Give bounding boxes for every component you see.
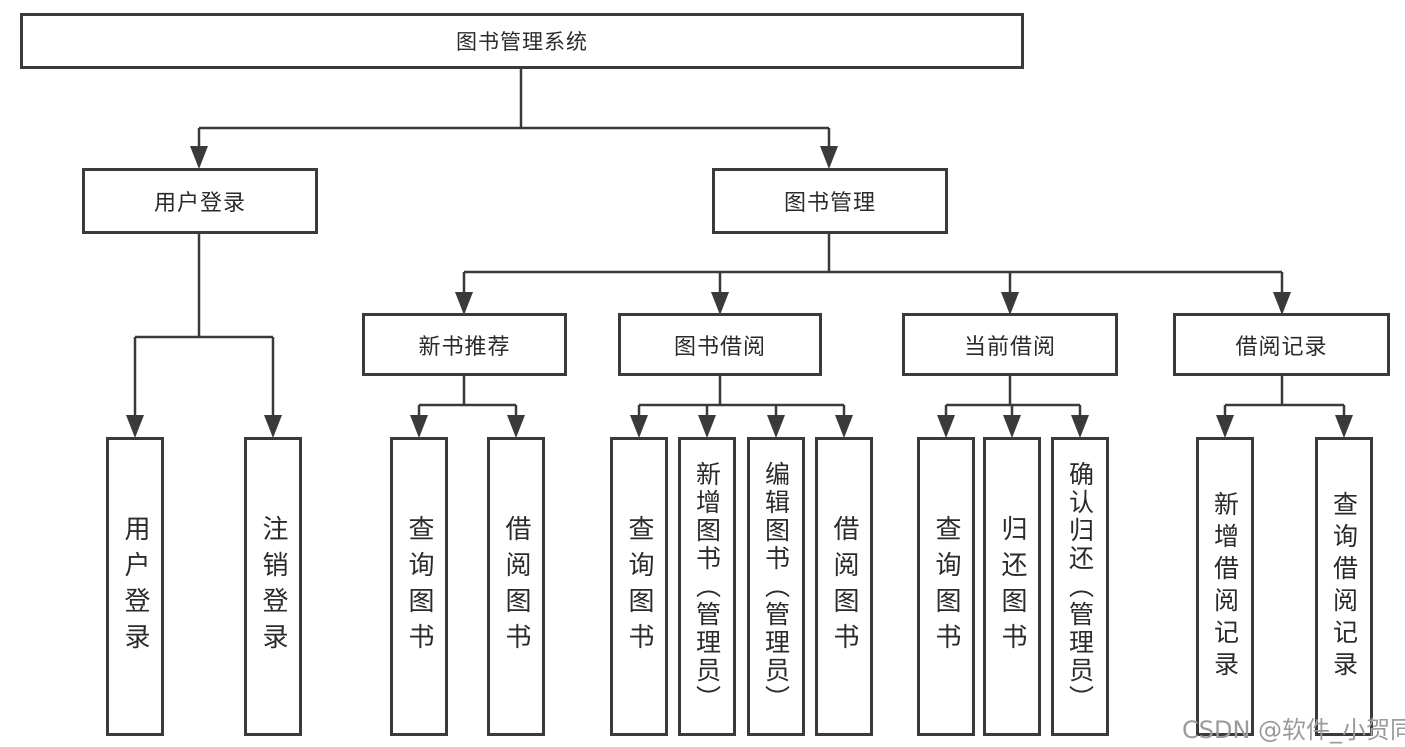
node-leaf-borrow-books-recommend: 借阅图书 [487, 437, 545, 736]
node-label: 编辑图书（管理员） [761, 460, 791, 713]
node-label: 查询图书 [931, 514, 961, 659]
node-book-borrow: 图书借阅 [618, 313, 822, 376]
node-label: 确认归还（管理员） [1065, 460, 1095, 713]
node-library-management-system: 图书管理系统 [20, 13, 1024, 69]
node-leaf-query-borrow-record: 查询借阅记录 [1315, 437, 1373, 736]
node-label: 图书管理 [783, 191, 876, 216]
node-label: 新书推荐 [418, 334, 511, 360]
node-new-book-recommend: 新书推荐 [362, 313, 567, 376]
node-leaf-query-books-current: 查询图书 [917, 437, 975, 736]
node-leaf-return-books: 归还图书 [983, 437, 1041, 736]
node-leaf-query-books-recommend: 查询图书 [390, 437, 448, 736]
node-label: 用户登录 [153, 191, 246, 216]
node-leaf-logout: 注销登录 [244, 437, 302, 736]
node-current-borrow: 当前借阅 [902, 313, 1118, 376]
node-label: 图书管理系统 [456, 30, 588, 54]
node-user-login: 用户登录 [82, 168, 318, 234]
node-borrow-records: 借阅记录 [1173, 313, 1390, 376]
node-label: 借阅记录 [1235, 334, 1328, 360]
node-label: 归还图书 [997, 514, 1027, 659]
node-label: 用户登录 [120, 514, 150, 659]
node-leaf-borrow-books: 借阅图书 [815, 437, 873, 736]
node-label: 注销登录 [258, 514, 288, 659]
node-leaf-confirm-return-admin: 确认归还（管理员） [1051, 437, 1109, 736]
node-label: 借阅图书 [829, 514, 859, 659]
node-leaf-edit-books-admin: 编辑图书（管理员） [747, 437, 805, 736]
node-label: 新增借阅记录 [1210, 490, 1240, 683]
node-leaf-user-login: 用户登录 [106, 437, 164, 736]
node-label: 查询图书 [404, 514, 434, 659]
node-leaf-query-books-borrow: 查询图书 [610, 437, 668, 736]
arrowheads [126, 146, 1353, 438]
node-label: 当前借阅 [963, 334, 1056, 360]
node-label: 查询借阅记录 [1329, 490, 1359, 683]
node-label: 新增图书（管理员） [692, 460, 722, 713]
csdn-watermark: CSDN @软件_小贺同学 [1182, 716, 1405, 744]
node-label: 图书借阅 [673, 334, 766, 360]
node-label: 查询图书 [624, 514, 654, 659]
node-label: 借阅图书 [501, 514, 531, 659]
node-leaf-add-books-admin: 新增图书（管理员） [678, 437, 736, 736]
node-leaf-add-borrow-record: 新增借阅记录 [1196, 437, 1254, 736]
node-book-management: 图书管理 [712, 168, 948, 234]
